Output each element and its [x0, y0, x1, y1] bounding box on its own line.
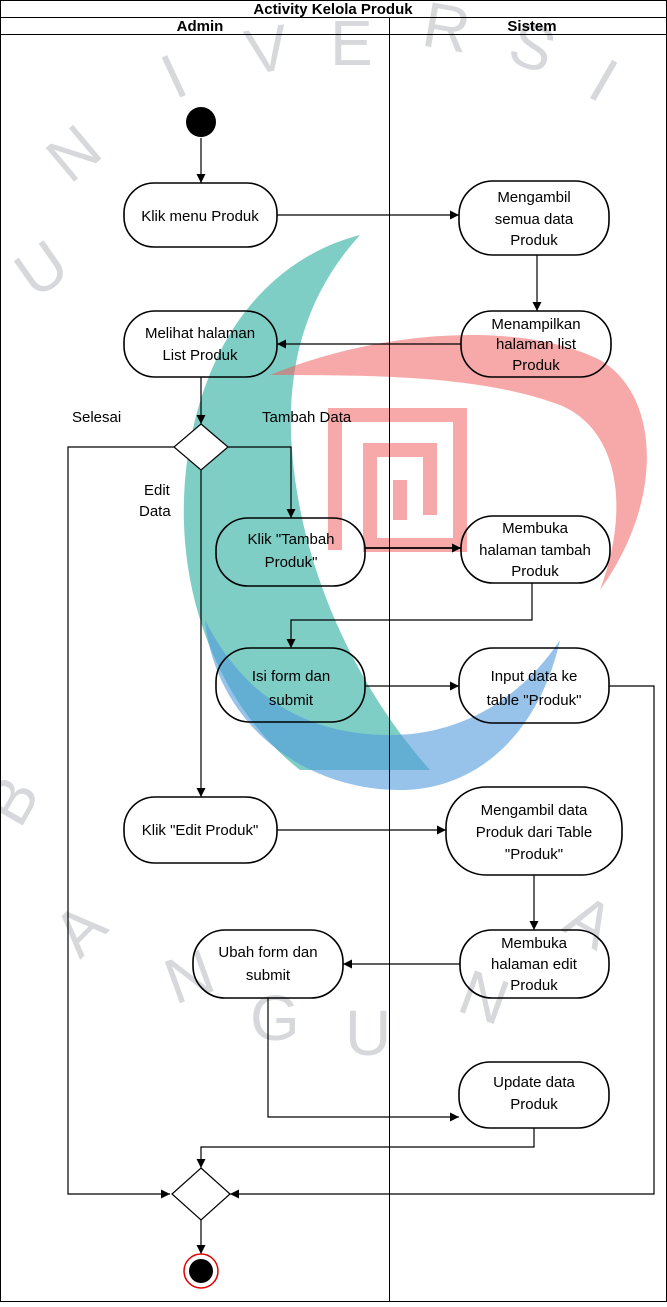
node-label: Produk [510, 1096, 558, 1113]
decision-node [173, 423, 229, 471]
action-ubah-form: Ubah form dan submit [192, 929, 344, 999]
node-label: Isi form dan [252, 668, 330, 685]
action-melihat-halaman: Melihat halaman List Produk [123, 310, 278, 378]
merge-node [171, 1167, 231, 1221]
watermark-teal-arc [183, 235, 430, 770]
guard-tambah-data: Tambah Data [262, 409, 352, 426]
action-klik-tambah-produk: Klik "Tambah Produk" [215, 517, 366, 587]
edges [67, 138, 655, 1254]
node-label: Klik "Edit Produk" [142, 822, 259, 839]
node-label: Produk [510, 232, 558, 249]
diagram-title: Activity Kelola Produk [253, 1, 413, 18]
node-label: halaman edit [491, 956, 578, 973]
node-label: Membuka [501, 935, 568, 952]
node-label: "Produk" [505, 846, 563, 863]
action-update-data: Update data Produk [458, 1061, 610, 1129]
node-label: Produk" [265, 554, 318, 571]
action-klik-edit-produk: Klik "Edit Produk" [123, 796, 278, 864]
start-node [186, 107, 216, 137]
node-label: Update data [493, 1074, 575, 1091]
watermark-letter: G [250, 982, 300, 1054]
guard-edit-line-1: Edit [144, 482, 171, 499]
node-label: Klik menu Produk [141, 208, 259, 225]
action-klik-menu-produk: Klik menu Produk [123, 182, 278, 248]
node-label: submit [269, 692, 314, 709]
node-label: Ubah form dan [218, 944, 317, 961]
node-label: Produk [511, 563, 559, 580]
node-label: Produk dari Table [476, 824, 592, 841]
watermark-letter: N [155, 935, 223, 1018]
watermark-letter: R [418, 0, 476, 67]
lane-admin-header: Admin [177, 18, 224, 35]
watermark-letter: V [240, 10, 295, 88]
node-label: Klik "Tambah [247, 531, 334, 548]
action-isi-form: Isi form dan submit [215, 647, 366, 723]
node-label: Membuka [502, 520, 569, 537]
watermark-letter: I [578, 45, 629, 116]
guard-selesai: Selesai [72, 409, 121, 426]
watermark-red-arc [270, 334, 647, 590]
node-label: halaman list [496, 336, 577, 353]
action-input-data: Input data ke table "Produk" [458, 647, 610, 724]
watermark-letter: U [2, 226, 81, 311]
action-membuka-halaman-edit: Membuka halaman edit Produk [459, 929, 610, 999]
edge-decision-tambah [228, 446, 296, 518]
action-mengambil-semua-data: Mengambil semua data Produk [458, 180, 610, 256]
node-label: submit [246, 967, 291, 984]
node-label: List Produk [162, 347, 238, 364]
watermark-meander [328, 408, 467, 552]
node-label: halaman tambah [479, 542, 591, 559]
watermark-letter: A [39, 889, 120, 970]
action-menampilkan-halaman: Menampilkan halaman list Produk [460, 310, 612, 378]
watermark-blue-arc [205, 620, 560, 790]
node-label: Mengambil [497, 189, 570, 206]
edge-decision-selesai [67, 446, 174, 1199]
watermark-letter: E [330, 7, 373, 79]
edge-input-merge [230, 685, 655, 1199]
node-label: semua data [495, 211, 574, 228]
edge-ubah-update [267, 998, 459, 1122]
action-mengambil-data-produk: Mengambil data Produk dari Table "Produk… [445, 786, 623, 876]
node-label: Menampilkan [491, 316, 580, 333]
node-label: table "Produk" [487, 692, 582, 709]
node-label: Input data ke [491, 668, 578, 685]
watermark-logo: U N I V E R S I B A N G U N A [0, 0, 647, 1069]
guard-edit-line-2: Data [139, 503, 171, 520]
edge-membuka-isi [286, 583, 533, 648]
node-label: Melihat halaman [145, 325, 255, 342]
action-membuka-halaman-tambah: Membuka halaman tambah Produk [460, 515, 611, 584]
node-label: Produk [510, 977, 558, 994]
watermark-letter: N [33, 111, 115, 196]
watermark-letter: I [150, 40, 197, 113]
node-label: Mengambil data [481, 802, 588, 819]
node-label: Produk [512, 357, 560, 374]
watermark-letter: U [345, 997, 391, 1069]
lane-sistem-header: Sistem [507, 18, 556, 35]
end-node [183, 1253, 219, 1289]
edge-update-merge [196, 1128, 535, 1168]
watermark-letter: B [0, 764, 53, 837]
